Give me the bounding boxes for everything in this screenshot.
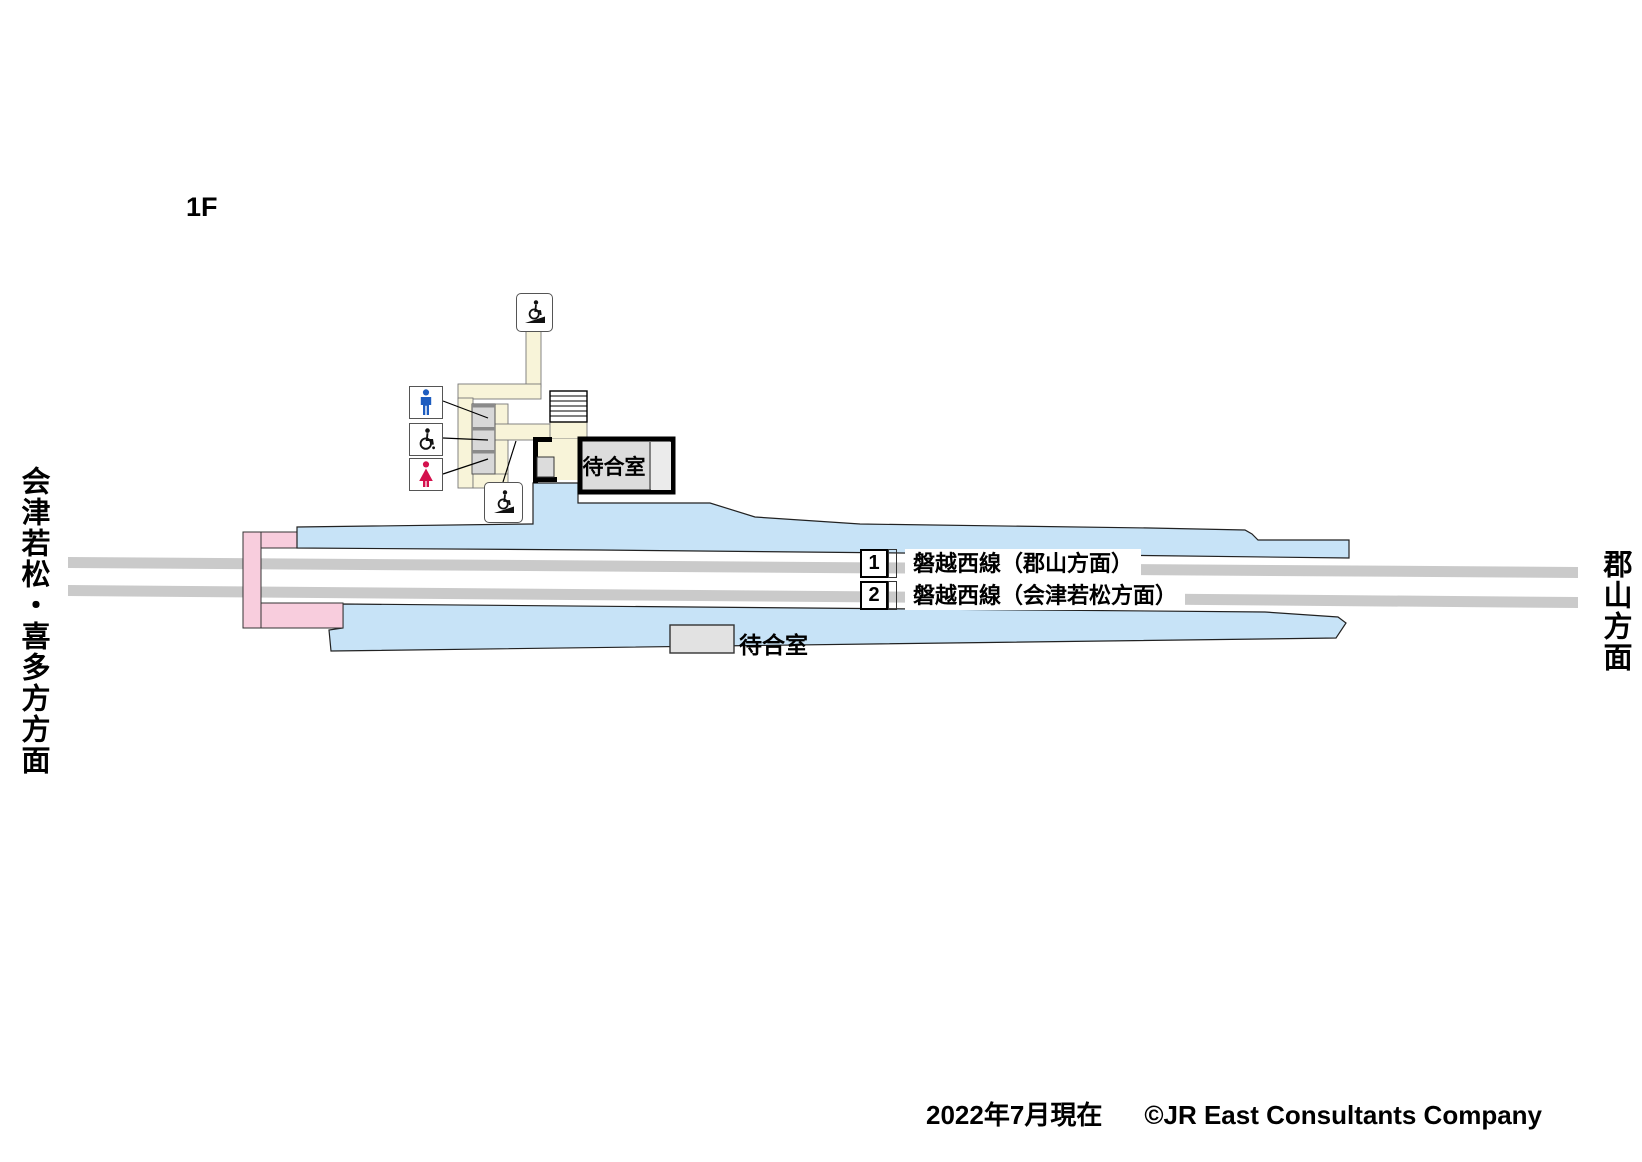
staircase xyxy=(549,390,588,423)
crossing-lower-slope xyxy=(260,602,344,629)
ramp-corridor-vertical xyxy=(525,330,542,388)
footer-date: 2022年7月現在 xyxy=(926,1100,1103,1130)
lower-waiting-room-box xyxy=(669,624,735,654)
wheelchair-ramp-lower-icon xyxy=(484,482,523,523)
track-2-accent-bar xyxy=(888,581,897,610)
waiting-room-side-panel xyxy=(651,442,671,490)
female-pictogram xyxy=(419,461,433,487)
railway-tracks xyxy=(68,557,1578,608)
pointer-mens xyxy=(442,400,489,419)
track-2-line-name: 磐越西線（会津若松方面） xyxy=(905,581,1186,610)
male-pictogram xyxy=(420,389,432,415)
station-building xyxy=(533,436,676,495)
pointer-womens xyxy=(442,458,489,475)
accessible-toilet-icon xyxy=(409,423,443,456)
track-1-accent-bar xyxy=(888,549,897,578)
crossing-walkway xyxy=(242,531,262,629)
floor-label: 1F xyxy=(186,192,218,222)
track-2-number-box: 2 xyxy=(860,581,888,610)
track-1-line-name: 磐越西線（郡山方面） xyxy=(905,549,1142,578)
upper-platform xyxy=(296,482,1350,559)
upper-waiting-room-label: 待合室 xyxy=(582,456,646,479)
track-2-line xyxy=(68,585,1578,608)
wheelchair-ramp-upper-icon xyxy=(516,293,553,332)
lower-waiting-room-label: 待合室 xyxy=(739,632,808,658)
track-1-label: 1 磐越西線（郡山方面） xyxy=(860,549,1142,578)
crossing-upper-slope xyxy=(260,531,298,549)
wheelchair-pictogram xyxy=(419,428,435,450)
ramp-pictogram xyxy=(493,489,514,513)
track-1-number-box: 1 xyxy=(860,549,888,578)
mens-toilet-icon xyxy=(409,386,443,419)
direction-label-left: 会津若松・喜多方方面 xyxy=(17,466,49,776)
footer-copyright: ©JR East Consultants Company xyxy=(1144,1100,1542,1130)
building-wall-left xyxy=(533,437,538,483)
ramp-corridor-horizontal xyxy=(457,383,542,400)
womens-toilet-icon xyxy=(409,458,443,491)
level-crossing xyxy=(242,531,344,629)
footer: 2022年7月現在 ©JR East Consultants Company xyxy=(926,1095,1542,1132)
pointer-accessible xyxy=(442,437,489,441)
direction-label-right: 郡山方面 xyxy=(1599,549,1631,673)
lower-platform xyxy=(328,603,1347,652)
track-2-label: 2 磐越西線（会津若松方面） xyxy=(860,581,1186,610)
station-kiosk-room xyxy=(536,456,555,478)
pointer-lines xyxy=(442,400,517,483)
ramp-pictogram xyxy=(524,299,545,323)
pointer-ramp xyxy=(502,440,517,483)
track-1-line xyxy=(68,557,1578,578)
building-wall-top xyxy=(533,437,552,442)
building-wall-bottom xyxy=(533,477,557,482)
stairs-landing xyxy=(549,421,588,440)
